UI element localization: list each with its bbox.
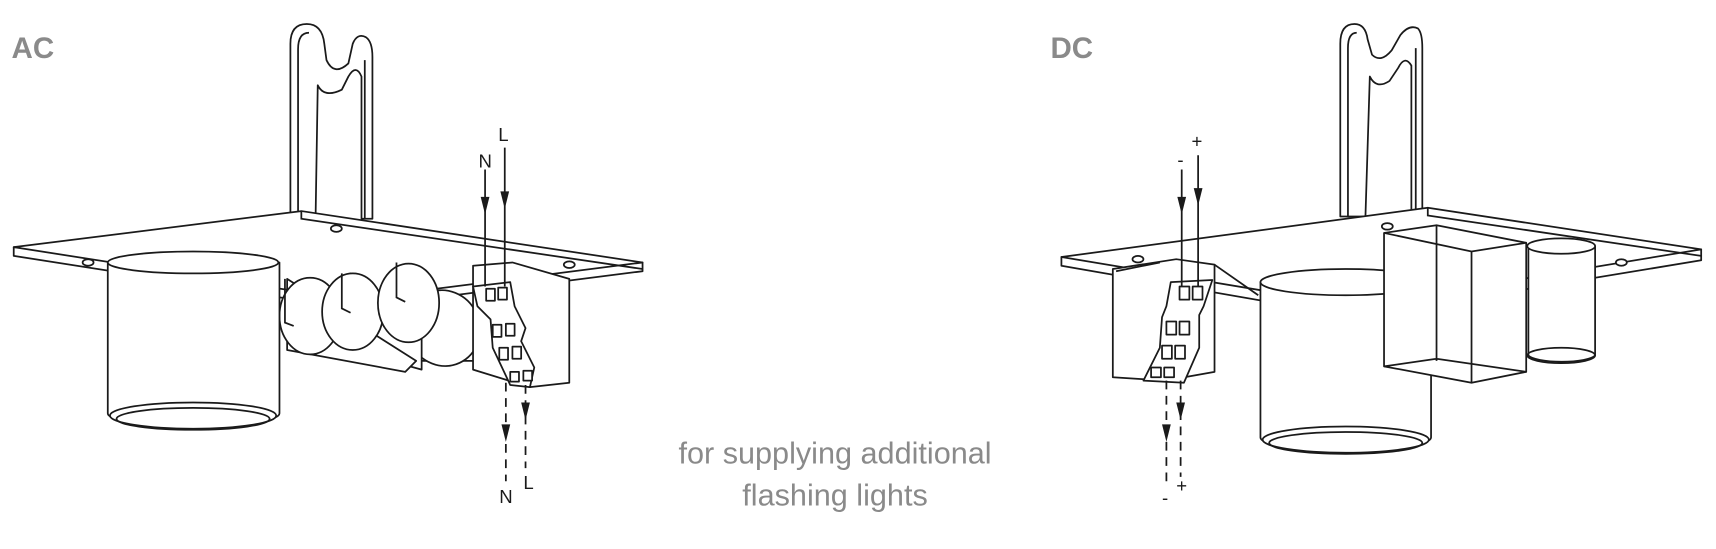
dc-output-positive-label: + (1176, 475, 1187, 496)
dc-negative-out-arrow-icon (1162, 424, 1171, 442)
dc-output-negative-label: - (1162, 487, 1168, 508)
dc-driver-box (1383, 224, 1528, 384)
dc-positive-out-arrow-icon (1176, 402, 1185, 420)
ac-input-neutral-label: N (479, 150, 492, 171)
dc-input-positive-label: + (1192, 131, 1203, 152)
caption-line-1: for supplying additional (678, 437, 991, 471)
dc-device: DC (1050, 23, 1703, 508)
dc-mounting-bracket (1339, 23, 1424, 218)
ac-mounting-bracket (289, 23, 374, 220)
dc-small-cylinder (1526, 237, 1596, 364)
ac-input-live-label: L (498, 124, 508, 145)
ac-neutral-out-arrow-icon (501, 424, 511, 442)
ac-live-in-arrow-icon (500, 191, 510, 209)
dc-wiring: - + - + (1162, 131, 1203, 508)
ac-title: AC (12, 32, 55, 65)
ac-capacitors (278, 262, 483, 373)
ac-device: AC (12, 23, 644, 507)
dc-terminal-block (1111, 258, 1259, 384)
ac-live-out-arrow-icon (521, 402, 530, 420)
ac-neutral-in-arrow-icon (480, 196, 490, 215)
dc-negative-in-arrow-icon (1177, 196, 1187, 215)
ac-output-neutral-label: N (499, 486, 512, 507)
dc-title: DC (1050, 32, 1093, 65)
dc-input-negative-label: - (1177, 149, 1183, 170)
caption-line-2: flashing lights (742, 478, 927, 512)
ac-lamp-cylinder (106, 250, 281, 431)
ac-output-live-label: L (523, 472, 533, 493)
ac-terminal-block (472, 261, 571, 389)
ac-wiring: N L N L (479, 124, 534, 507)
dc-positive-in-arrow-icon (1193, 188, 1203, 206)
